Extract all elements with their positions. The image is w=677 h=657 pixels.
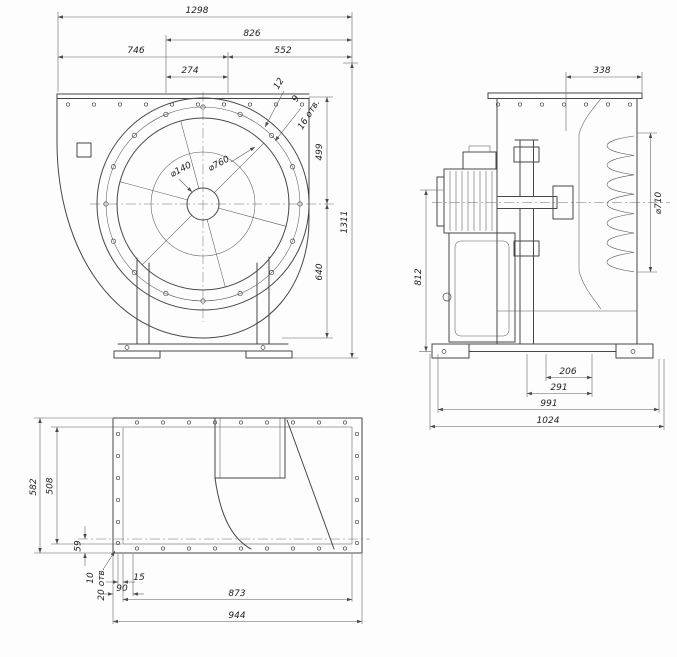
plan-dimensions: 582 508 59 10 20 отв. 15 90 873 944	[29, 417, 363, 624]
side-base	[431, 343, 654, 359]
dim-side-impeller-diameter: ⌀710	[654, 191, 664, 214]
dim-front-inlet-diameter: ⌀760	[207, 154, 232, 174]
dim-front-offset-274: 274	[181, 66, 198, 76]
dim-side-motor-height: 812	[414, 268, 424, 285]
side-casing	[487, 92, 643, 345]
motor-end-cap	[436, 176, 445, 227]
front-outlet-flange-holes	[65, 102, 305, 107]
side-view: 338 ⌀710 812 206 291 991 1024	[414, 66, 670, 430]
dim-front-total-width: 1298	[186, 6, 209, 16]
hub	[552, 185, 574, 220]
dim-front-note-9: 9	[291, 94, 303, 104]
dim-plan-offset-90: 90	[116, 584, 128, 594]
dim-front-left-width: 746	[127, 46, 144, 56]
side-drive-assembly	[496, 139, 574, 345]
dim-plan-inner-width: 873	[228, 589, 245, 599]
dim-side-offset-206: 206	[559, 367, 576, 377]
dim-front-note-12: 12	[272, 76, 287, 91]
side-flange-holes	[495, 102, 633, 107]
dim-front-height-bottom: 640	[315, 263, 325, 280]
bearing-block-lower	[513, 240, 540, 257]
dim-side-base-width: 991	[540, 399, 557, 409]
bearing-block-upper	[513, 146, 540, 163]
side-impeller-blades	[606, 135, 635, 273]
dim-side-flange-width: 338	[593, 66, 610, 76]
dim-side-total-depth: 1024	[537, 416, 560, 426]
front-inlet-circles	[96, 97, 310, 311]
plan-view: 582 508 59 10 20 отв. 15 90 873 944	[29, 417, 370, 624]
motor-terminal-box	[462, 151, 497, 170]
dim-front-right-width: 552	[274, 46, 291, 56]
front-bolt-circle-holes	[103, 104, 303, 304]
front-dimensions: 1298 826 746 552 274 12 9 16 отв. ⌀140 ⌀…	[57, 6, 358, 359]
front-centerlines	[90, 92, 336, 322]
drain-plug	[442, 292, 452, 302]
side-pedestal	[442, 232, 516, 343]
front-volute-outline	[56, 93, 310, 339]
dim-plan-hole-diameter: 10	[86, 572, 96, 584]
dim-plan-total-width: 944	[228, 611, 245, 621]
dim-plan-note-20-holes: 20 отв.	[97, 567, 107, 600]
dim-front-total-height: 1311	[340, 211, 350, 234]
front-support-base	[113, 256, 293, 359]
plan-flange-holes	[115, 420, 360, 551]
shaft	[496, 196, 558, 209]
side-motor	[436, 145, 498, 234]
dim-plan-axis-offset: 59	[74, 540, 84, 552]
side-dimensions: 338 ⌀710 812 206 291 991 1024	[414, 66, 665, 430]
dim-front-hub-diameter: ⌀140	[169, 160, 194, 180]
dim-side-offset-291: 291	[550, 383, 567, 393]
dim-front-height-top: 499	[315, 143, 325, 160]
dim-plan-total-depth: 582	[29, 478, 39, 495]
dim-front-outlet-width: 826	[243, 29, 260, 39]
plan-housing	[112, 417, 363, 554]
front-view: 1298 826 746 552 274 12 9 16 отв. ⌀140 ⌀…	[56, 6, 358, 359]
dim-plan-offset-15: 15	[133, 573, 145, 583]
access-panel	[76, 142, 92, 158]
front-inlet-spokes	[119, 120, 287, 288]
dim-plan-inner-depth: 508	[46, 477, 56, 494]
